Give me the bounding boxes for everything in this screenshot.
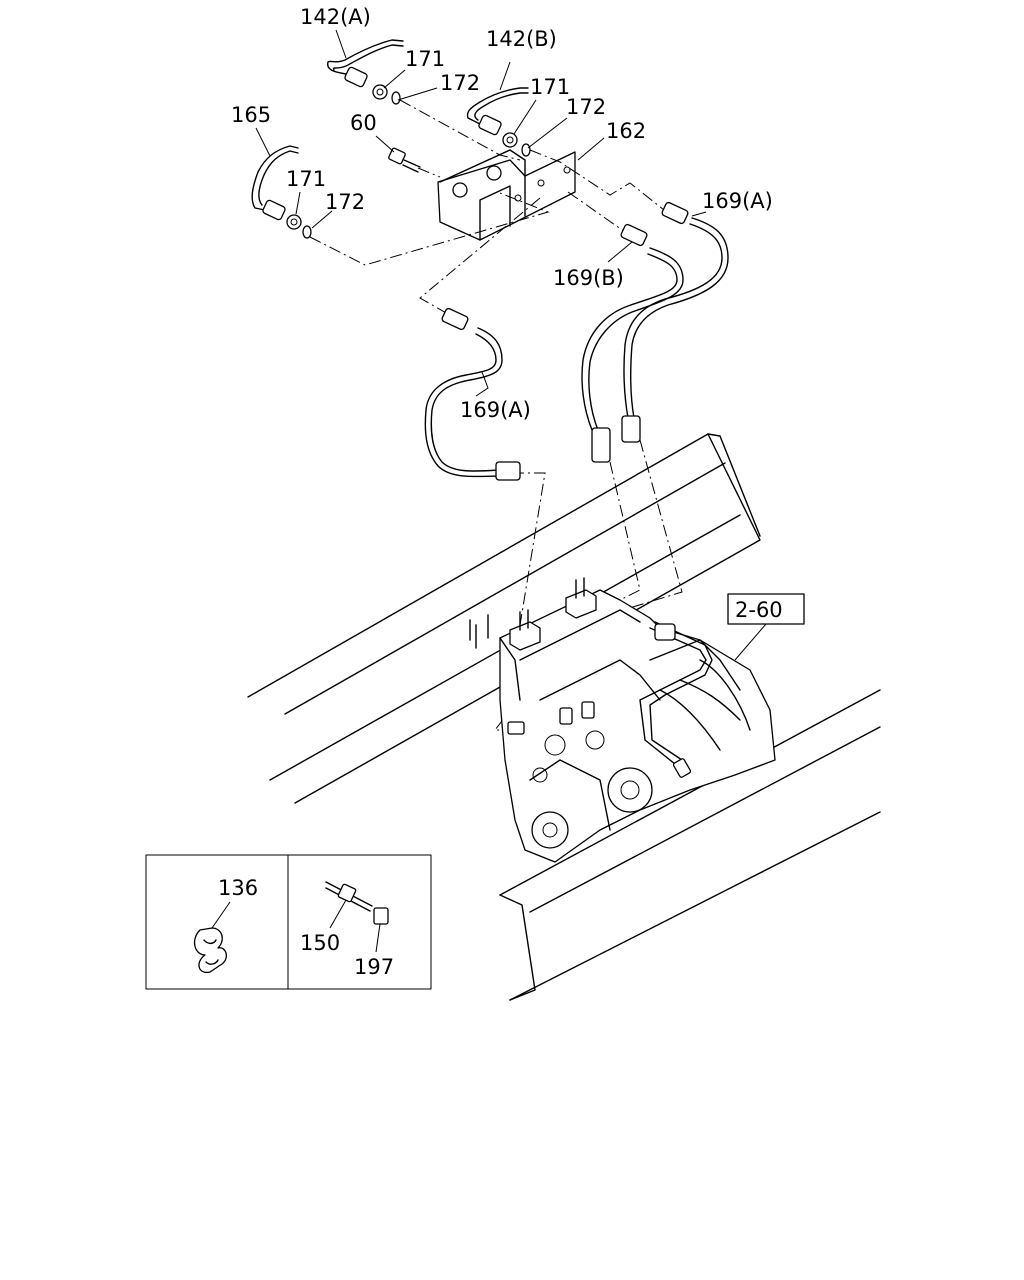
clip-136 — [193, 927, 228, 974]
bracket-162 — [437, 149, 576, 241]
pipe-end-fitting — [441, 307, 469, 331]
label-169a-lower: 169(A) — [460, 398, 531, 422]
label-169a-upper: 169(A) — [702, 189, 773, 213]
label-171-2: 171 — [530, 75, 570, 99]
fitting-top-left — [509, 609, 541, 651]
fitting-center — [559, 701, 595, 725]
reference-box-2-60 — [727, 593, 805, 661]
label-171-3: 171 — [286, 167, 326, 191]
label-136: 136 — [218, 876, 258, 900]
transmission-assembly — [469, 589, 776, 863]
pipe-end-fitting — [620, 223, 648, 247]
washer-172-1 — [391, 91, 401, 105]
pipe-end-fitting — [495, 461, 521, 481]
label-172-1: 172 — [440, 71, 480, 95]
label-169b: 169(B) — [553, 266, 624, 290]
hose-end-fitting — [344, 66, 368, 88]
label-162: 162 — [606, 119, 646, 143]
label-172-3: 172 — [325, 190, 365, 214]
hose-end-fitting — [262, 199, 286, 221]
label-150: 150 — [300, 931, 340, 955]
label-ref-2-60: 2-60 — [735, 598, 783, 622]
label-142a: 142(A) — [300, 5, 371, 29]
nut-171-2 — [502, 132, 518, 148]
fitting-side-left — [507, 721, 525, 735]
washer-172-3 — [302, 225, 312, 239]
label-leaders — [211, 29, 707, 953]
inset-box — [145, 854, 432, 990]
pipe-end-fitting — [621, 415, 641, 443]
hose-165 — [251, 145, 299, 221]
pipe-end-fitting — [661, 201, 689, 225]
label-171-1: 171 — [405, 47, 445, 71]
pipe-to-transmission — [639, 621, 713, 778]
washer-172-2 — [521, 143, 531, 157]
fitting-top-right — [565, 577, 597, 619]
pipe-169a-lower — [424, 307, 521, 481]
frame-rail-lower — [499, 689, 881, 1001]
hose-142b — [466, 87, 529, 136]
label-197: 197 — [354, 955, 394, 979]
nut-171-1 — [372, 84, 388, 100]
pipe-end-fitting — [654, 623, 676, 641]
bolt-150 — [325, 881, 373, 912]
label-60: 60 — [350, 111, 377, 135]
bolt-60 — [388, 147, 421, 173]
pipe-169b — [581, 223, 684, 463]
label-142b: 142(B) — [486, 27, 557, 51]
label-172-2: 172 — [566, 95, 606, 119]
label-165: 165 — [231, 103, 271, 127]
nut-197 — [373, 907, 389, 925]
nut-171-3 — [286, 214, 302, 230]
hose-end-fitting — [478, 114, 502, 136]
pipe-169a-upper — [621, 201, 729, 443]
pipe-end-fitting — [591, 427, 611, 463]
hose-142a — [327, 39, 404, 88]
